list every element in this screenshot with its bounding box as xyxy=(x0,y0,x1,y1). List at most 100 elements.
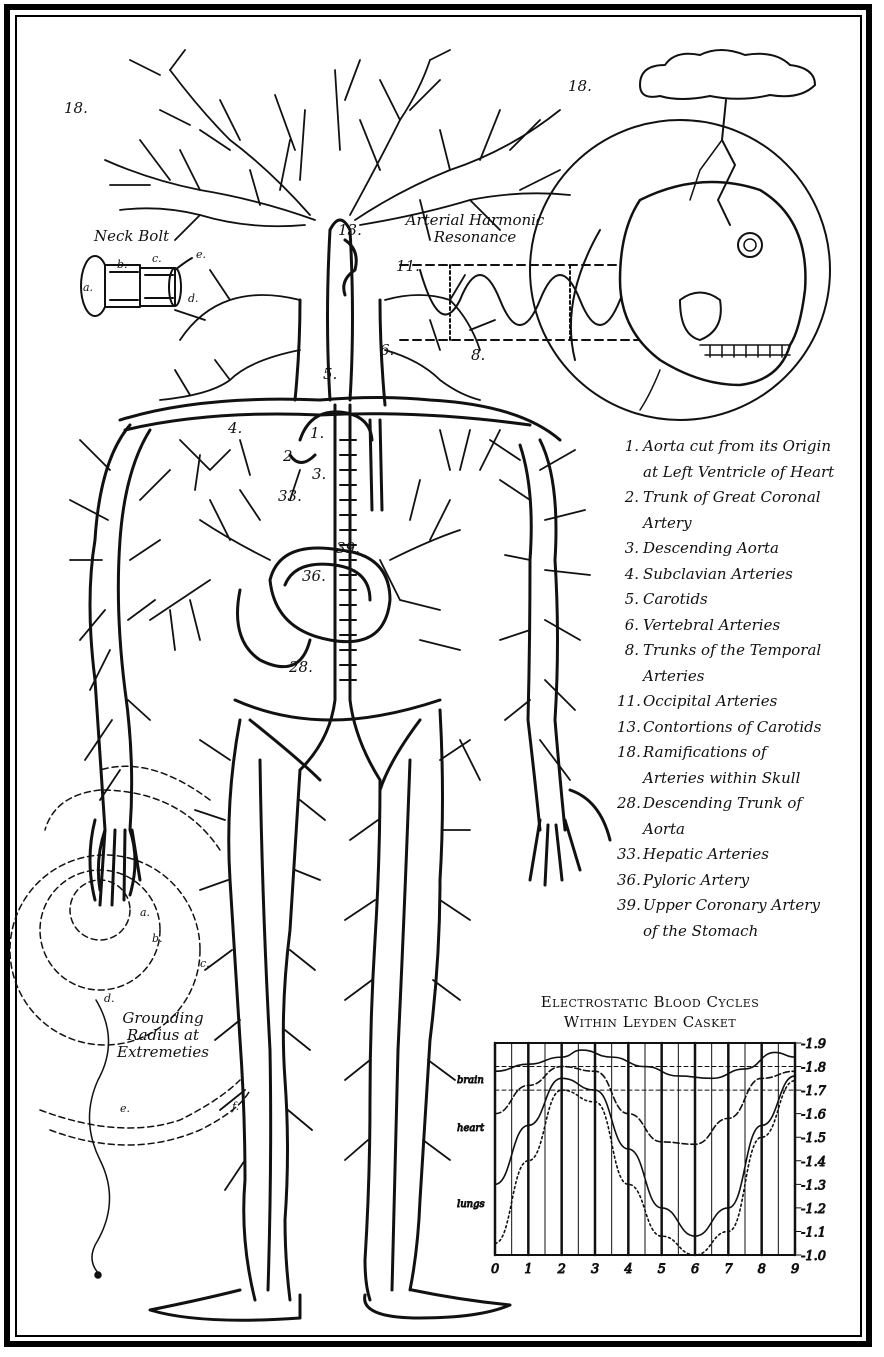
figure-number-18-right: 18. xyxy=(568,78,592,95)
legend-text: Carotids xyxy=(643,587,857,613)
chart-x-tick-label: 7 xyxy=(724,1262,733,1277)
chart-x-tick-label: 0 xyxy=(491,1262,499,1277)
grounding-label-a: a. xyxy=(140,904,150,921)
legend-text: Artery xyxy=(643,511,857,537)
grounding-label: Grounding Radius at Extremeties xyxy=(108,1010,218,1061)
legend-item: 33.Hepatic Arteries xyxy=(617,842,857,868)
figure-number-4: 4. xyxy=(228,420,242,437)
legend-number xyxy=(617,511,639,537)
legend-text: Contortions of Carotids xyxy=(643,715,857,741)
chart-row-label-heart: heart xyxy=(457,1123,485,1134)
legend-item: 4.Subclavian Arteries xyxy=(617,562,857,588)
legend-text: at Left Ventricle of Heart xyxy=(643,460,857,486)
legend-item: 13.Contortions of Carotids xyxy=(617,715,857,741)
legend-number xyxy=(617,919,639,945)
legend-text: Ramifications of xyxy=(643,740,857,766)
neck-bolt-label-d: d. xyxy=(188,290,199,307)
legend-text: Trunk of Great Coronal xyxy=(643,485,857,511)
neck-bolt-label-e: e. xyxy=(196,246,206,263)
legend-number: 4. xyxy=(617,562,639,588)
figure-number-3: 3. xyxy=(312,466,326,483)
legend-number: 36. xyxy=(617,868,639,894)
chart-y-tick-label: -1.0 xyxy=(801,1249,826,1264)
legend-number: 11. xyxy=(617,689,639,715)
legend-text: Descending Trunk of xyxy=(643,791,857,817)
chart-y-tick-label: -1.9 xyxy=(801,1037,826,1052)
legend-number xyxy=(617,766,639,792)
chart-y-tick-label: -1.1 xyxy=(801,1225,826,1240)
legend-item: Arteries xyxy=(617,664,857,690)
legend-number: 6. xyxy=(617,613,639,639)
chart-x-tick-label: 9 xyxy=(791,1262,799,1277)
chart-x-tick-label: 3 xyxy=(591,1262,599,1277)
grounding-label-line2: Radius at xyxy=(108,1027,218,1044)
figure-number-11: 11. xyxy=(396,258,420,275)
figure-number-36: 36. xyxy=(302,568,326,585)
legend-number: 18. xyxy=(617,740,639,766)
skull-diagram xyxy=(530,50,830,420)
legend-item: of the Stomach xyxy=(617,919,857,945)
chart-y-tick-label: -1.4 xyxy=(801,1155,826,1170)
figure-number-8: 8. xyxy=(471,347,485,364)
chart-x-tick-label: 6 xyxy=(691,1262,699,1277)
figure-number-6: 6. xyxy=(380,342,394,359)
neck-bolt-title: Neck Bolt xyxy=(94,228,169,245)
legend-text: of the Stomach xyxy=(643,919,857,945)
neck-bolt-label-b: b. xyxy=(117,256,128,273)
chart-title-line2: Within Leyden Casket xyxy=(495,1012,805,1032)
harmonic-label-line1: Arterial Harmonic xyxy=(400,212,550,229)
figure-number-1: 1. xyxy=(310,425,324,442)
grounding-label-f: f. xyxy=(232,1098,239,1115)
legend-text: Pyloric Artery xyxy=(643,868,857,894)
figure-number-5: 5. xyxy=(323,366,337,383)
legend-text: Upper Coronary Artery xyxy=(643,893,857,919)
legend-item: Aorta xyxy=(617,817,857,843)
legend-item: Artery xyxy=(617,511,857,537)
legend-item: 8.Trunks of the Temporal xyxy=(617,638,857,664)
legend-number xyxy=(617,817,639,843)
legend-number: 1. xyxy=(617,434,639,460)
chart-title: Electrostatic Blood Cycles Within Leyden… xyxy=(495,992,805,1032)
legend-item: 6.Vertebral Arteries xyxy=(617,613,857,639)
grounding-label-e: e. xyxy=(120,1100,130,1117)
figure-number-18-left: 18. xyxy=(64,100,88,117)
chart-title-line1: Electrostatic Blood Cycles xyxy=(495,992,805,1012)
figure-number-2: 2. xyxy=(283,448,297,465)
legend-text: Aorta xyxy=(643,817,857,843)
chart-y-tick-label: -1.3 xyxy=(801,1178,826,1193)
legend-item: at Left Ventricle of Heart xyxy=(617,460,857,486)
legend-text: Aorta cut from its Origin xyxy=(643,434,857,460)
neck-bolt-label-c: c. xyxy=(152,250,162,267)
legend-number: 39. xyxy=(617,893,639,919)
figure-number-39: 39. xyxy=(336,540,360,557)
grounding-label-line3: Extremeties xyxy=(108,1044,218,1061)
legend-item: 36.Pyloric Artery xyxy=(617,868,857,894)
neck-bolt-label-a: a. xyxy=(83,279,93,296)
legend-item: 39.Upper Coronary Artery xyxy=(617,893,857,919)
legend-text: Occipital Arteries xyxy=(643,689,857,715)
grounding-label-c: c. xyxy=(200,955,210,972)
harmonic-label-line2: Resonance xyxy=(400,229,550,246)
legend-number: 28. xyxy=(617,791,639,817)
legend-text: Trunks of the Temporal xyxy=(643,638,857,664)
legend-item: 2.Trunk of Great Coronal xyxy=(617,485,857,511)
legend-item: Arteries within Skull xyxy=(617,766,857,792)
chart-y-tick-label: -1.2 xyxy=(801,1202,826,1217)
harmonic-label: Arterial Harmonic Resonance xyxy=(400,212,550,246)
legend-text: Subclavian Arteries xyxy=(643,562,857,588)
legend-item: 3.Descending Aorta xyxy=(617,536,857,562)
legend-text: Arteries within Skull xyxy=(643,766,857,792)
grounding-label-d: d. xyxy=(104,990,115,1007)
legend-number: 13. xyxy=(617,715,639,741)
chart-x-tick-label: 4 xyxy=(623,1262,632,1277)
legend-number: 3. xyxy=(617,536,639,562)
chart-x-tick-label: 1 xyxy=(524,1262,532,1277)
neck-bolt-drawing xyxy=(81,256,192,316)
legend-text: Descending Aorta xyxy=(643,536,857,562)
legend-number: 2. xyxy=(617,485,639,511)
chart-y-tick-label: -1.8 xyxy=(801,1061,826,1076)
figure-number-33: 33. xyxy=(278,488,302,505)
